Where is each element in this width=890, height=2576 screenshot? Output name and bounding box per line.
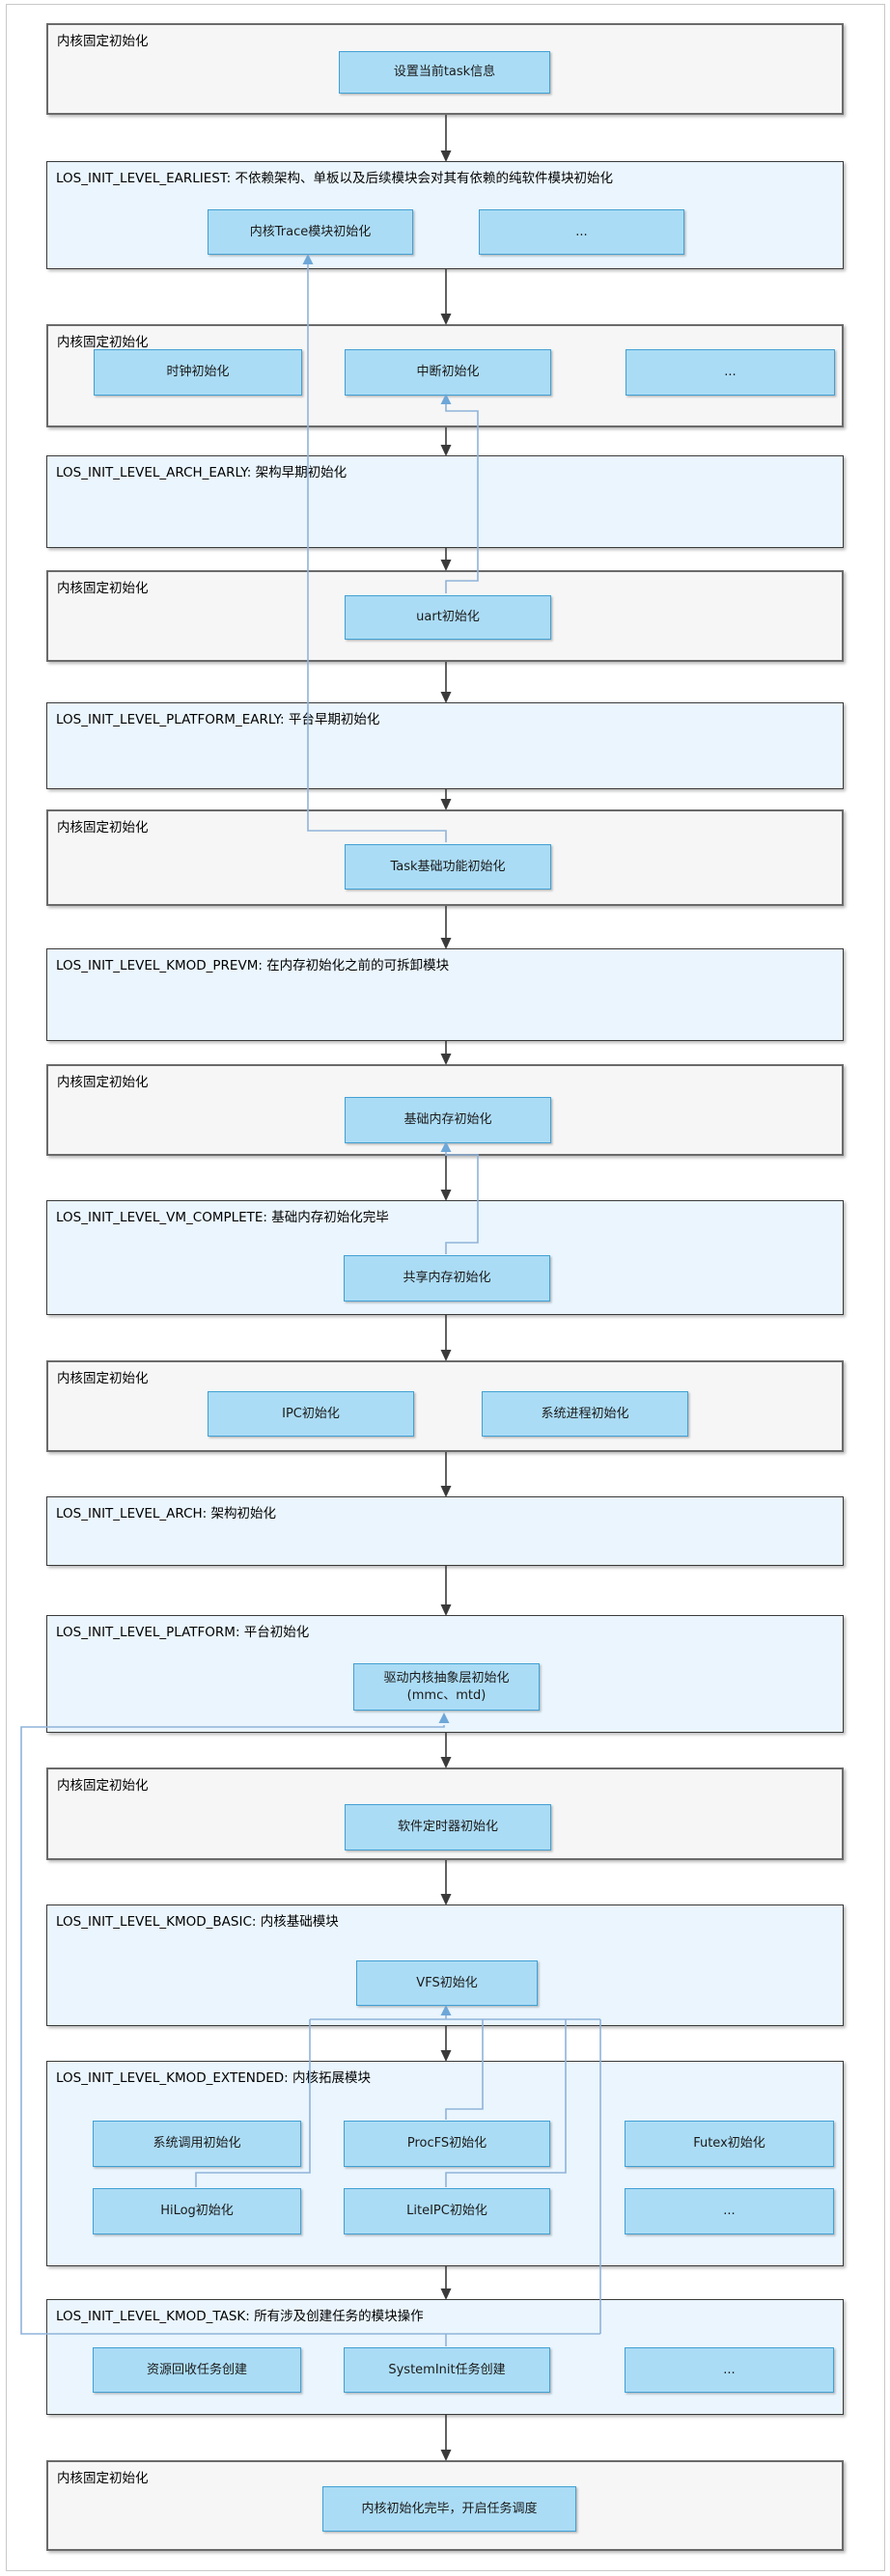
node-kernel-init-complete: 内核初始化完毕，开启任务调度: [322, 2486, 576, 2532]
node-label: 中断初始化: [416, 365, 480, 380]
node-label: 基础内存初始化: [403, 1112, 492, 1128]
node-vfs-init: VFS初始化: [356, 1960, 538, 2006]
node-label: 时钟初始化: [166, 365, 230, 380]
section-fixed-init-1: 内核固定初始化设置当前task信息: [46, 23, 844, 115]
section-level-title: LOS_INIT_LEVEL_EARLIEST: 不依赖架构、单板以及后续模块会…: [56, 171, 613, 186]
node-label: 驱动内核抽象层初始化: [383, 1670, 510, 1685]
section-level-title: LOS_INIT_LEVEL_KMOD_BASIC: 内核基础模块: [56, 1914, 339, 1930]
section-level-title: LOS_INIT_LEVEL_KMOD_TASK: 所有涉及创建任务的模块操作: [56, 2309, 424, 2324]
section-level-title: LOS_INIT_LEVEL_PLATFORM_EARLY: 平台早期初始化: [56, 712, 380, 727]
node-systeminit-task-create: SystemInit任务创建: [344, 2347, 550, 2393]
node-ipc-init: IPC初始化: [208, 1391, 414, 1437]
section-fixed-init-5: 内核固定初始化基础内存初始化: [46, 1064, 844, 1156]
node-label: LiteIPC初始化: [406, 2204, 487, 2219]
section-level-platform: LOS_INIT_LEVEL_PLATFORM: 平台初始化驱动内核抽象层初始化…: [46, 1615, 844, 1733]
node-resource-recycle-task-create: 资源回收任务创建: [93, 2347, 301, 2393]
node-procfs-init: ProcFS初始化: [344, 2121, 550, 2167]
node-system-process-init: 系统进程初始化: [482, 1391, 688, 1437]
node-label: VFS初始化: [416, 1975, 478, 1990]
section-fixed-init-2: 内核固定初始化时钟初始化 中断初始化...: [46, 324, 844, 427]
section-level-arch: LOS_INIT_LEVEL_ARCH: 架构初始化: [46, 1496, 844, 1566]
section-level-title: LOS_INIT_LEVEL_KMOD_EXTENDED: 内核拓展模块: [56, 2070, 371, 2086]
node-label: 系统调用初始化: [153, 2136, 241, 2151]
node-label: ...: [724, 365, 737, 380]
node-label: ProcFS初始化: [406, 2136, 487, 2151]
section-level-kmod-prevm: LOS_INIT_LEVEL_KMOD_PREVM: 在内存初始化之前的可拆卸模…: [46, 948, 844, 1041]
section-level-title: LOS_INIT_LEVEL_ARCH: 架构初始化: [56, 1506, 276, 1521]
node-earliest-ellipsis: ...: [479, 209, 684, 255]
section-level-title: LOS_INIT_LEVEL_VM_COMPLETE: 基础内存初始化完毕: [56, 1210, 389, 1225]
node-liteipc-init: LiteIPC初始化: [344, 2188, 550, 2234]
section-label: 内核固定初始化: [57, 1371, 149, 1386]
node-label: 资源回收任务创建: [146, 2362, 247, 2377]
node-label: ...: [575, 224, 588, 239]
node-base-memory-init: 基础内存初始化: [345, 1097, 551, 1143]
node-task-basic-init: Task基础功能初始化: [345, 844, 551, 890]
node-label: ...: [723, 2362, 736, 2377]
node-label: 内核Trace模块初始化: [249, 224, 372, 239]
section-level-arch-early: LOS_INIT_LEVEL_ARCH_EARLY: 架构早期初始化: [46, 455, 844, 548]
section-level-title: LOS_INIT_LEVEL_ARCH_EARLY: 架构早期初始化: [56, 465, 348, 480]
section-fixed-init-7: 内核固定初始化软件定时器初始化: [46, 1768, 844, 1860]
section-label: 内核固定初始化: [57, 1778, 149, 1794]
section-level-earliest: LOS_INIT_LEVEL_EARLIEST: 不依赖架构、单板以及后续模块会…: [46, 161, 844, 269]
section-label: 内核固定初始化: [57, 820, 149, 836]
node-label: IPC初始化: [282, 1406, 340, 1421]
node-label: ...: [723, 2204, 736, 2219]
node-kernel-trace-module-init: 内核Trace模块初始化: [208, 209, 413, 255]
section-level-title: LOS_INIT_LEVEL_PLATFORM: 平台初始化: [56, 1625, 310, 1640]
section-label: 内核固定初始化: [57, 335, 149, 350]
node-task-ellipsis: ...: [625, 2347, 834, 2393]
node-label: 设置当前task信息: [393, 65, 496, 80]
section-level-vm-complete: LOS_INIT_LEVEL_VM_COMPLETE: 基础内存初始化完毕共享内…: [46, 1200, 844, 1315]
section-label: 内核固定初始化: [57, 1075, 149, 1090]
node-driver-kal-init: 驱动内核抽象层初始化 (mmc、mtd): [353, 1663, 540, 1711]
node-label: Task基础功能初始化: [390, 859, 506, 874]
node-interrupt-init: 中断初始化: [345, 349, 551, 396]
node-fixed2-ellipsis: ...: [626, 349, 835, 396]
node-label: 内核初始化完毕，开启任务调度: [361, 2501, 538, 2516]
section-label: 内核固定初始化: [57, 2471, 149, 2486]
section-level-platform-early: LOS_INIT_LEVEL_PLATFORM_EARLY: 平台早期初始化: [46, 702, 844, 789]
node-label: SystemInit任务创建: [388, 2362, 506, 2377]
section-fixed-init-8: 内核固定初始化内核初始化完毕，开启任务调度: [46, 2460, 844, 2551]
node-clock-init: 时钟初始化: [94, 349, 302, 396]
section-level-title: LOS_INIT_LEVEL_KMOD_PREVM: 在内存初始化之前的可拆卸模…: [56, 958, 450, 973]
section-fixed-init-4: 内核固定初始化 Task基础功能初始化: [46, 809, 844, 906]
node-futex-init: Futex初始化: [625, 2121, 834, 2167]
section-level-kmod-task: LOS_INIT_LEVEL_KMOD_TASK: 所有涉及创建任务的模块操作资…: [46, 2299, 844, 2415]
section-level-kmod-basic: LOS_INIT_LEVEL_KMOD_BASIC: 内核基础模块 VFS初始化: [46, 1905, 844, 2026]
section-fixed-init-3: 内核固定初始化 uart初始化: [46, 570, 844, 662]
node-set-current-task-info: 设置当前task信息: [339, 51, 550, 94]
node-label: (mmc、mtd): [406, 1687, 487, 1703]
section-label: 内核固定初始化: [57, 581, 149, 596]
node-label: Futex初始化: [693, 2136, 765, 2151]
section-label: 内核固定初始化: [57, 34, 149, 49]
node-shared-memory-init: 共享内存初始化: [344, 1255, 550, 1302]
node-hilog-init: HiLog初始化: [93, 2188, 301, 2234]
node-extended-ellipsis: ...: [625, 2188, 834, 2234]
section-fixed-init-6: 内核固定初始化 IPC初始化 系统进程初始化: [46, 1360, 844, 1452]
node-label: 系统进程初始化: [541, 1406, 629, 1421]
node-software-timer-init: 软件定时器初始化: [345, 1804, 551, 1850]
node-label: uart初始化: [416, 610, 480, 625]
node-syscall-init: 系统调用初始化: [93, 2121, 301, 2167]
node-label: 软件定时器初始化: [397, 1820, 498, 1835]
node-label: HiLog初始化: [160, 2204, 234, 2219]
node-uart-init: uart初始化: [345, 595, 551, 640]
node-label: 共享内存初始化: [403, 1271, 491, 1286]
section-level-kmod-extended: LOS_INIT_LEVEL_KMOD_EXTENDED: 内核拓展模块系统调用…: [46, 2061, 844, 2266]
